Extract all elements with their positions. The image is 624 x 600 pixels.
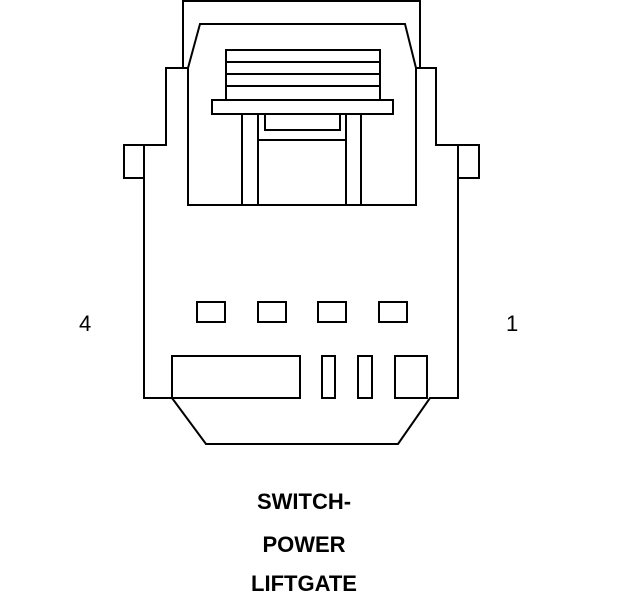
- caption-line-2: POWER: [262, 532, 346, 557]
- keying-features: [171, 355, 428, 399]
- pin-cavity-4: [196, 301, 226, 323]
- pin-cavities: [196, 301, 408, 323]
- pin-number-label-left: 4: [79, 311, 92, 336]
- connector-latch: [182, 0, 421, 206]
- pin-number-label-right: 1: [506, 311, 519, 336]
- connector-body: [123, 67, 480, 445]
- pin-cavity-1: [378, 301, 408, 323]
- caption-line-3: LIFTGATE: [251, 571, 357, 596]
- pin-cavity-3: [257, 301, 287, 323]
- side-tab-left: [123, 144, 144, 179]
- pin-cavity-2: [317, 301, 347, 323]
- caption-line-1: SWITCH-: [256, 489, 352, 514]
- side-tab-right: [458, 144, 480, 179]
